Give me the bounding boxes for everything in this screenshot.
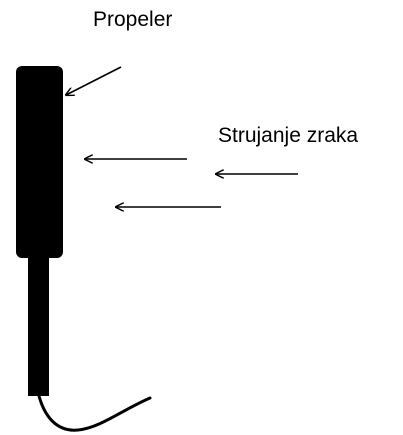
sensor-cable	[36, 390, 152, 432]
propeller-pointer-arrow	[66, 66, 122, 95]
propeller-label: Propeler	[93, 8, 173, 31]
airflow-label: Strujanje zraka	[218, 124, 359, 147]
propeller-head	[16, 66, 63, 258]
sensor-stem	[28, 252, 49, 396]
